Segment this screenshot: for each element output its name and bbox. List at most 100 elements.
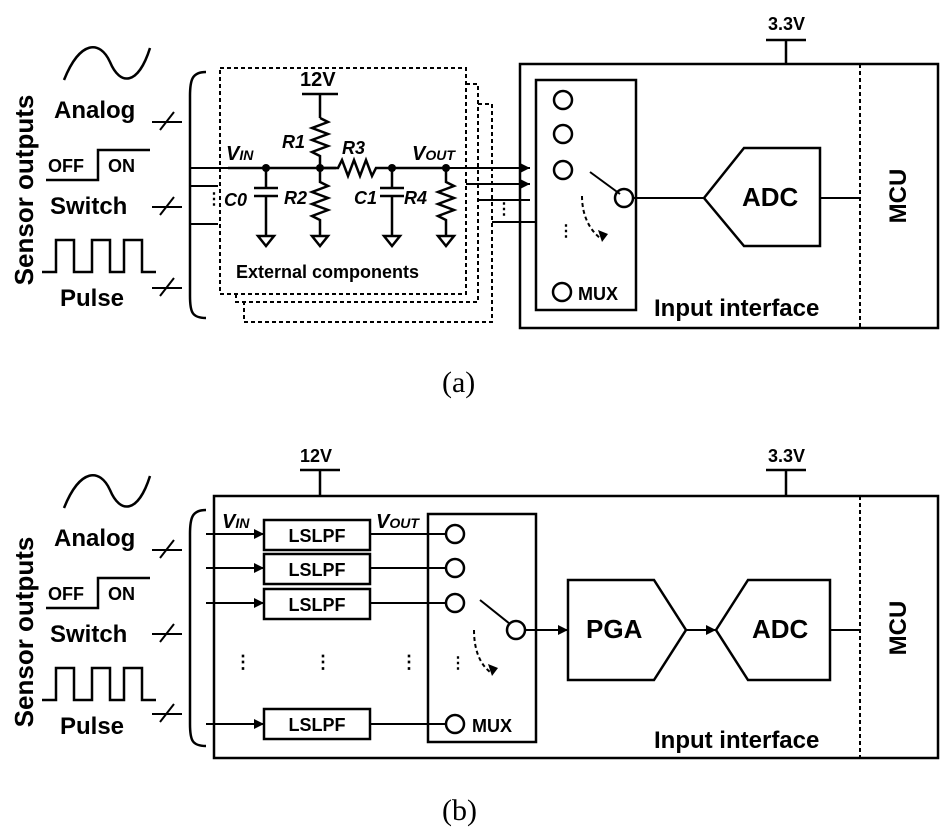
lslpf-label: LSLPF <box>289 560 346 580</box>
mux-switch-arm <box>479 599 511 625</box>
arrow-head <box>254 563 264 573</box>
input-interface-label: Input interface <box>654 727 819 754</box>
vin-label: VIN <box>226 143 254 165</box>
switch-motion-arrow <box>581 195 601 239</box>
supply-12v-label: 12V <box>300 446 332 466</box>
mux-output-port <box>505 619 527 641</box>
ground-icon <box>435 234 457 249</box>
caption-b: (b) <box>442 794 477 827</box>
supply-rail <box>766 38 806 64</box>
mux-input-port <box>444 557 466 579</box>
input-interface-box <box>212 494 940 760</box>
step-wave-icon <box>46 148 150 182</box>
mux-input-port <box>444 523 466 545</box>
analog-label: Analog <box>54 97 135 124</box>
vout-label: VOUT <box>376 511 420 533</box>
arrow-head <box>520 163 530 173</box>
vout-main: V <box>412 143 427 165</box>
panel-a: Sensor outputs Analog OFF ON Switch Puls… <box>9 14 940 399</box>
resistor-r1 <box>308 116 332 168</box>
off-label: OFF <box>48 156 84 176</box>
external-components-box <box>219 67 467 295</box>
bus-slash-icon <box>152 277 182 297</box>
external-components-label: External components <box>236 262 419 282</box>
ellipsis-dots: ⋮ <box>314 652 332 672</box>
ellipsis-dots: ⋮ <box>558 223 574 240</box>
bus-slash-icon <box>152 196 182 216</box>
lslpf-row: LSLPF <box>206 587 446 621</box>
arrow-head <box>520 179 530 189</box>
lslpf-row: LSLPF <box>206 707 446 741</box>
mcu-label: MCU <box>885 601 912 656</box>
r4-label: R4 <box>404 188 427 208</box>
ellipsis-dots: ⋮ <box>450 655 466 672</box>
supply-rail <box>302 92 338 118</box>
pga-label: PGA <box>586 614 643 644</box>
arrow-head <box>254 719 264 729</box>
pulse-label: Pulse <box>60 713 124 740</box>
capacitor-c0 <box>254 168 278 236</box>
analog-label: Analog <box>54 525 135 552</box>
pulse-label: Pulse <box>60 285 124 312</box>
ellipsis-dots: ⋮ <box>206 191 222 208</box>
caption-a: (a) <box>442 366 475 399</box>
lslpf-label: LSLPF <box>289 715 346 735</box>
lslpf-label: LSLPF <box>289 595 346 615</box>
supply-3v3-label: 3.3V <box>768 446 805 466</box>
on-label: ON <box>108 584 135 604</box>
lslpf-block <box>262 587 372 621</box>
mux-output-port <box>613 187 635 209</box>
sensor-outputs-label: Sensor outputs <box>9 537 39 728</box>
mux-label: MUX <box>578 284 618 304</box>
step-wave-icon <box>46 576 150 610</box>
sensor-outputs-label: Sensor outputs <box>9 95 39 286</box>
resistor-r3 <box>320 156 446 180</box>
c1-label: C1 <box>354 188 377 208</box>
adc-label: ADC <box>752 614 809 644</box>
vin-main: V <box>226 143 241 165</box>
mux-box <box>426 512 538 744</box>
vout-main: V <box>376 511 391 533</box>
c0-label: C0 <box>224 190 247 210</box>
mux-input-port <box>552 123 574 145</box>
lslpf-block <box>262 707 372 741</box>
input-interface-box <box>518 62 940 330</box>
ground-icon <box>309 234 331 249</box>
vin-main: V <box>222 511 237 533</box>
mux-label: MUX <box>472 716 512 736</box>
supply-12v-label: 12V <box>300 69 336 91</box>
switch-label: Switch <box>50 193 127 220</box>
on-label: ON <box>108 156 135 176</box>
mux-switch-arm <box>589 171 621 195</box>
arrow-head <box>558 625 568 635</box>
bus-slash-icon <box>152 703 182 723</box>
mux-input-port <box>552 159 574 181</box>
arrow-head <box>488 664 498 676</box>
capacitor-c1 <box>380 168 404 236</box>
resistor-r4 <box>434 168 458 236</box>
arrow-head <box>254 598 264 608</box>
mux-input-port <box>551 281 573 303</box>
mux-input-port <box>444 713 466 735</box>
pulse-wave-icon <box>42 238 156 274</box>
switch-label: Switch <box>50 621 127 648</box>
panel-b: Sensor outputs Analog OFF ON Switch Puls… <box>9 446 940 827</box>
lslpf-row: LSLPF <box>206 552 446 586</box>
vin-label: VIN <box>222 511 250 533</box>
r3-label: R3 <box>342 138 365 158</box>
lslpf-block <box>262 518 372 552</box>
r2-label: R2 <box>284 188 307 208</box>
arrow-head <box>254 529 264 539</box>
bus-slash-icon <box>152 623 182 643</box>
arrow-head <box>598 230 608 242</box>
supply-3v3-label: 3.3V <box>768 14 805 34</box>
brace <box>188 508 207 748</box>
ground-icon <box>381 234 403 249</box>
vin-sub: IN <box>239 147 254 163</box>
brace <box>188 70 207 320</box>
lslpf-row: LSLPF <box>206 518 446 552</box>
vout-sub: OUT <box>425 147 456 163</box>
sine-wave-icon <box>62 474 152 509</box>
stack-box-2 <box>235 83 479 303</box>
